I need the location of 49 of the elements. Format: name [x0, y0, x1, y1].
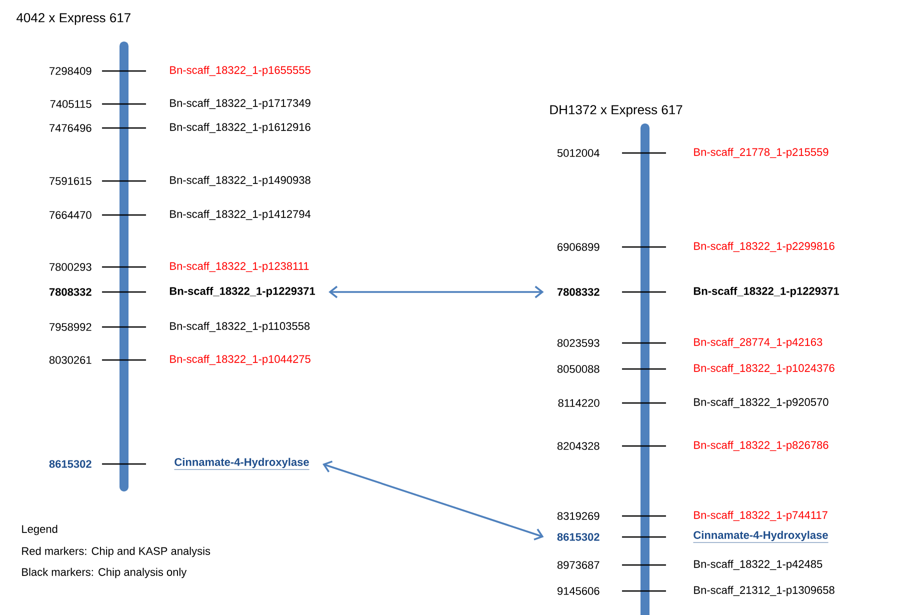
marker-label: Bn-scaff_18322_1-p826786 — [694, 440, 828, 452]
position-label: 7808332 — [49, 288, 92, 296]
position-label: 7958992 — [50, 323, 92, 331]
position-label: 8615302 — [557, 533, 600, 541]
marker-label: Bn-scaff_18322_1-p1238111 — [170, 262, 309, 272]
arrow — [328, 286, 544, 298]
position-label: 8319269 — [557, 512, 600, 520]
legend-text: Red markers: Chip and KASP analysis — [22, 546, 210, 558]
map-title: DH1372 x Express 617 — [550, 105, 682, 117]
marker-label: Bn-scaff_18322_1-p1229371 — [694, 286, 839, 298]
marker-label: Bn-scaff_18322_1-p1717349 — [170, 98, 310, 110]
position-label: 7591615 — [50, 177, 92, 185]
marker-label: Bn-scaff_18322_1-p1044275 — [170, 354, 310, 366]
position-label: 8204328 — [557, 442, 600, 450]
position-label: 6906899 — [558, 243, 600, 251]
position-label: 8114220 — [558, 399, 600, 407]
marker-label: Bn-scaff_18322_1-p1655555 — [170, 66, 310, 76]
marker-label: Bn-scaff_28774_1-p42163 — [694, 338, 822, 348]
marker-label: Bn-scaff_18322_1-p1103558 — [170, 322, 310, 332]
position-label: 8973687 — [557, 561, 600, 569]
marker-label: Bn-scaff_18322_1-p42485 — [694, 560, 822, 570]
position-label: 7298409 — [50, 67, 92, 75]
marker-label: Bn-scaff_18322_1-p1024376 — [694, 364, 834, 374]
position-label: 5012004 — [557, 149, 600, 157]
map-title: 4042 x Express 617 — [16, 13, 130, 25]
position-label: 9145606 — [558, 587, 600, 595]
marker-label: Bn-scaff_18322_1-p2299816 — [694, 242, 834, 252]
position-label: 8030261 — [49, 356, 92, 364]
arrow — [322, 460, 544, 540]
gene-label: Cinnamate-4-Hydroxylase — [174, 458, 310, 470]
legend-text: Black markers: Chip analysis only — [22, 568, 187, 578]
marker-label: Bn-scaff_21312_1-p1309658 — [694, 586, 834, 596]
marker-label: Bn-scaff_18322_1-p744117 — [694, 510, 828, 522]
marker-label: Bn-scaff_18322_1-p1612916 — [170, 122, 310, 134]
marker-label: Bn-scaff_18322_1-p1412794 — [170, 210, 311, 220]
marker-label: Bn-scaff_18322_1-p920570 — [694, 398, 828, 408]
marker-label: Bn-scaff_18322_1-p1229371 — [170, 286, 316, 298]
position-label: 7405115 — [50, 100, 92, 108]
position-label: 8050088 — [557, 365, 600, 373]
legend-heading: Legend — [22, 524, 58, 536]
position-label: 7808332 — [557, 288, 600, 296]
position-label: 8023593 — [557, 339, 600, 347]
marker-label: Bn-scaff_21778_1-p215559 — [694, 148, 828, 158]
marker-label: Bn-scaff_18322_1-p1490938 — [170, 176, 310, 186]
position-label: 7476496 — [50, 124, 92, 132]
gene-label: Cinnamate-4-Hydroxylase — [693, 530, 828, 543]
position-label: 7800293 — [50, 263, 92, 271]
position-label: 8615302 — [49, 460, 92, 468]
position-label: 7664470 — [50, 211, 92, 219]
